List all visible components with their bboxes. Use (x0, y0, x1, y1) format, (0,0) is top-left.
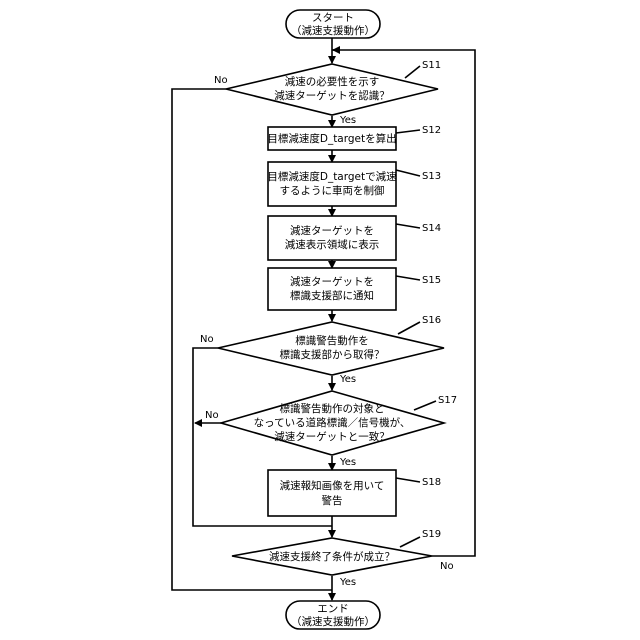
process-s12: 目標減速度D_targetを算出 S12 (267, 125, 441, 150)
decision-s17: 標識警告動作の対象と なっている道路標識／信号機が、 減速ターゲットと一致？ S… (221, 391, 457, 455)
s18-step-id: S18 (422, 477, 441, 488)
s17-step-id: S17 (438, 395, 457, 406)
s11-no-label: No (214, 75, 228, 86)
process-s18: 減速報知画像を用いて 警告 S18 (268, 470, 441, 516)
s11-yes-label: Yes (339, 115, 356, 126)
s17-yes-label: Yes (339, 457, 356, 468)
s15-step-id: S15 (422, 275, 441, 286)
process-s14: 減速ターゲットを 減速表示領域に表示 S14 (268, 216, 441, 260)
start-label-line2: （減速支援動作） (291, 24, 375, 37)
s19-step-id: S19 (422, 529, 441, 540)
s19-no-label: No (440, 561, 454, 572)
start-label-line1: スタート (312, 12, 354, 24)
end-label-line1: エンド (317, 603, 349, 615)
s11-text-line1: 減速の必要性を示す (285, 75, 380, 88)
s12-text-line1: 目標減速度D_targetを算出 (267, 132, 396, 145)
s18-text-line2: 警告 (322, 494, 343, 507)
s16-no-label: No (200, 334, 214, 345)
s16-text-line1: 標識警告動作を (295, 334, 369, 347)
s16-text-line2: 標識支援部から取得？ (280, 348, 385, 361)
s13-step-id: S13 (422, 171, 441, 182)
s11-text-line2: 減速ターゲットを認識？ (274, 89, 390, 102)
s19-text-line1: 減速支援終了条件が成立？ (269, 550, 395, 563)
s16-step-id: S16 (422, 315, 441, 326)
process-s15: 減速ターゲットを 標識支援部に通知 S15 (268, 268, 441, 310)
s14-step-id: S14 (422, 223, 441, 234)
s13-text-line1: 目標減速度D_targetで減速 (267, 170, 397, 183)
s17-no-label: No (205, 410, 219, 421)
decision-s11: 減速の必要性を示す 減速ターゲットを認識？ S11 (226, 60, 441, 115)
s14-text-line2: 減速表示領域に表示 (285, 238, 380, 251)
s15-text-line1: 減速ターゲットを (290, 275, 374, 288)
end-terminal: エンド （減速支援動作） (286, 601, 380, 629)
s12-step-id: S12 (422, 125, 441, 136)
s15-text-line2: 標識支援部に通知 (290, 289, 374, 302)
process-s13: 目標減速度D_targetで減速 するように車両を制御 S13 (267, 162, 441, 206)
end-label-line2: （減速支援動作） (291, 615, 375, 628)
decision-s16: 標識警告動作を 標識支援部から取得？ S16 (218, 315, 444, 375)
s14-text-line1: 減速ターゲットを (290, 224, 374, 237)
s17-text-line1: 標識警告動作の対象と (280, 402, 385, 415)
s16-yes-label: Yes (339, 374, 356, 385)
s17-text-line2: なっている道路標識／信号機が、 (254, 416, 411, 429)
s13-text-line2: するように車両を制御 (280, 184, 385, 197)
s19-yes-label: Yes (339, 577, 356, 588)
start-terminal: スタート （減速支援動作） (286, 10, 380, 38)
s11-step-id: S11 (422, 60, 441, 71)
s17-text-line3: 減速ターゲットと一致？ (274, 430, 390, 443)
decision-s19: 減速支援終了条件が成立？ S19 (232, 529, 441, 575)
s18-text-line1: 減速報知画像を用いて (280, 479, 385, 492)
